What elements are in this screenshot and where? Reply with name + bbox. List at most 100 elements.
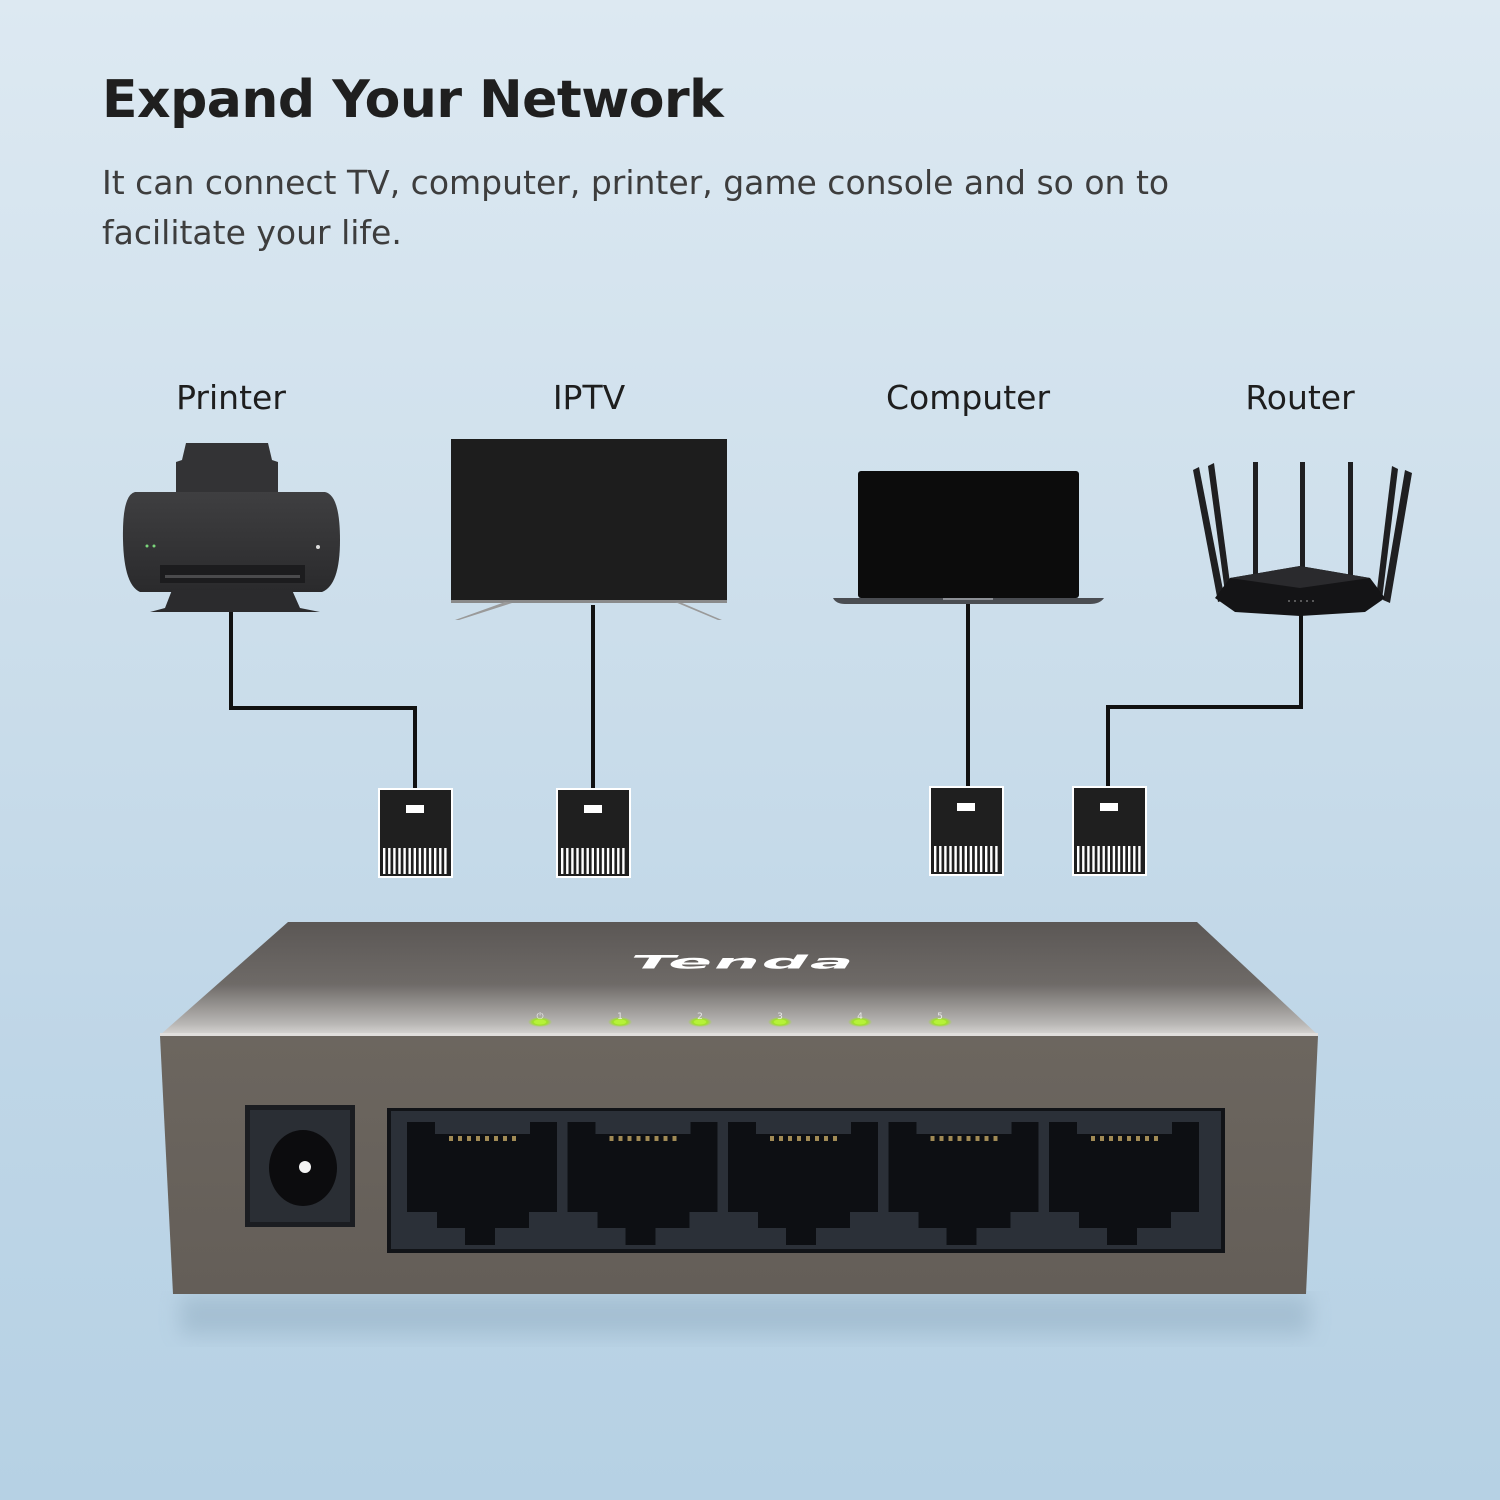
connector-pin xyxy=(934,846,937,872)
connector-pin xyxy=(403,848,406,874)
connector-pin xyxy=(571,848,574,874)
connector-pin xyxy=(1097,846,1100,872)
connector-pin xyxy=(606,848,610,874)
connector-pin xyxy=(1128,846,1131,872)
port-contact xyxy=(939,1136,944,1141)
port-contact xyxy=(449,1136,453,1141)
connector-pin xyxy=(388,848,391,874)
connector-pin xyxy=(1077,846,1080,872)
device-label-printer: Printer xyxy=(176,378,286,417)
connector-pin xyxy=(398,848,401,874)
port-contact xyxy=(609,1136,614,1141)
connector-pin xyxy=(444,848,447,874)
port-contact xyxy=(645,1136,650,1141)
port-contact xyxy=(948,1136,953,1141)
connector-pin xyxy=(1112,846,1116,872)
device-label-iptv: IPTV xyxy=(552,378,626,417)
port-contact xyxy=(458,1136,462,1141)
port-contact xyxy=(806,1136,810,1141)
port-contact xyxy=(993,1136,998,1141)
connector-pin xyxy=(423,848,427,874)
cable-router xyxy=(1106,612,1303,788)
led-label: 2 xyxy=(697,1012,703,1022)
page-subtitle: It can connect TV, computer, printer, ga… xyxy=(102,163,1170,252)
connector-pin xyxy=(408,848,411,874)
port-contact xyxy=(966,1136,971,1141)
connector-pin xyxy=(576,848,579,874)
led-port-2: 2 xyxy=(688,1012,712,1027)
connector-pin xyxy=(612,848,615,874)
connector-pin xyxy=(969,846,973,872)
port-contact xyxy=(770,1136,774,1141)
port-contact xyxy=(984,1136,989,1141)
connector-pin xyxy=(974,846,978,872)
port-contact xyxy=(1154,1136,1158,1141)
connector-pin xyxy=(1087,846,1090,872)
connector-pin xyxy=(964,846,967,872)
switch-brand-logo: Tenda xyxy=(631,952,856,974)
connector-pin xyxy=(601,848,605,874)
connector-pin xyxy=(995,846,998,872)
router-icon xyxy=(1193,462,1412,616)
port-contact xyxy=(1127,1136,1131,1141)
printer-icon xyxy=(122,443,340,612)
connector-pin xyxy=(1092,846,1095,872)
connector-pin xyxy=(979,846,983,872)
led-label: 5 xyxy=(937,1012,943,1022)
port-contact xyxy=(1100,1136,1104,1141)
port-contact xyxy=(485,1136,489,1141)
connector-pin xyxy=(566,848,569,874)
ethernet-ports xyxy=(407,1122,1199,1245)
connector-pin xyxy=(622,848,625,874)
rj45-connector-computer xyxy=(929,786,1004,876)
led-power: ⏻ xyxy=(528,1011,552,1027)
switch-top xyxy=(160,922,1318,1035)
cable-printer xyxy=(229,612,417,790)
power-jack xyxy=(245,1105,355,1227)
port-contact xyxy=(1136,1136,1140,1141)
port-contact xyxy=(467,1136,471,1141)
connector-pin xyxy=(1122,846,1126,872)
ethernet-port-2 xyxy=(567,1122,718,1245)
port-contact xyxy=(476,1136,480,1141)
port-contact xyxy=(788,1136,792,1141)
connector-pin xyxy=(939,846,942,872)
port-contact xyxy=(1109,1136,1113,1141)
connector-pin xyxy=(944,846,947,872)
port-contact xyxy=(957,1136,962,1141)
connector-pin xyxy=(561,848,564,874)
tv-icon xyxy=(451,439,727,620)
connector-pin xyxy=(959,846,962,872)
port-contact xyxy=(618,1136,623,1141)
port-contact xyxy=(824,1136,828,1141)
connector-pin xyxy=(1107,846,1110,872)
port-contact xyxy=(815,1136,819,1141)
port-contact xyxy=(494,1136,498,1141)
connector-pin xyxy=(586,848,589,874)
port-contact xyxy=(512,1136,516,1141)
connector-pin xyxy=(591,848,594,874)
connector-pin xyxy=(581,848,584,874)
connector-pin xyxy=(1138,846,1141,872)
cables xyxy=(229,604,1303,790)
rj45-connector-printer xyxy=(378,788,453,878)
connector-pin xyxy=(1133,846,1136,872)
led-port-3: 3 xyxy=(768,1012,792,1027)
rj45-connector-iptv xyxy=(556,788,631,878)
port-contact xyxy=(779,1136,783,1141)
port-contact xyxy=(833,1136,837,1141)
connector-pin xyxy=(1082,846,1085,872)
laptop-icon xyxy=(833,471,1104,604)
port-contact xyxy=(672,1136,677,1141)
port-contact xyxy=(975,1136,980,1141)
connector-pin xyxy=(1102,846,1105,872)
led-label: 3 xyxy=(777,1012,783,1022)
connector-pin xyxy=(985,846,988,872)
device-label-router: Router xyxy=(1245,378,1355,417)
port-contact xyxy=(636,1136,641,1141)
connector-pin xyxy=(434,848,437,874)
led-label: 1 xyxy=(617,1012,623,1022)
